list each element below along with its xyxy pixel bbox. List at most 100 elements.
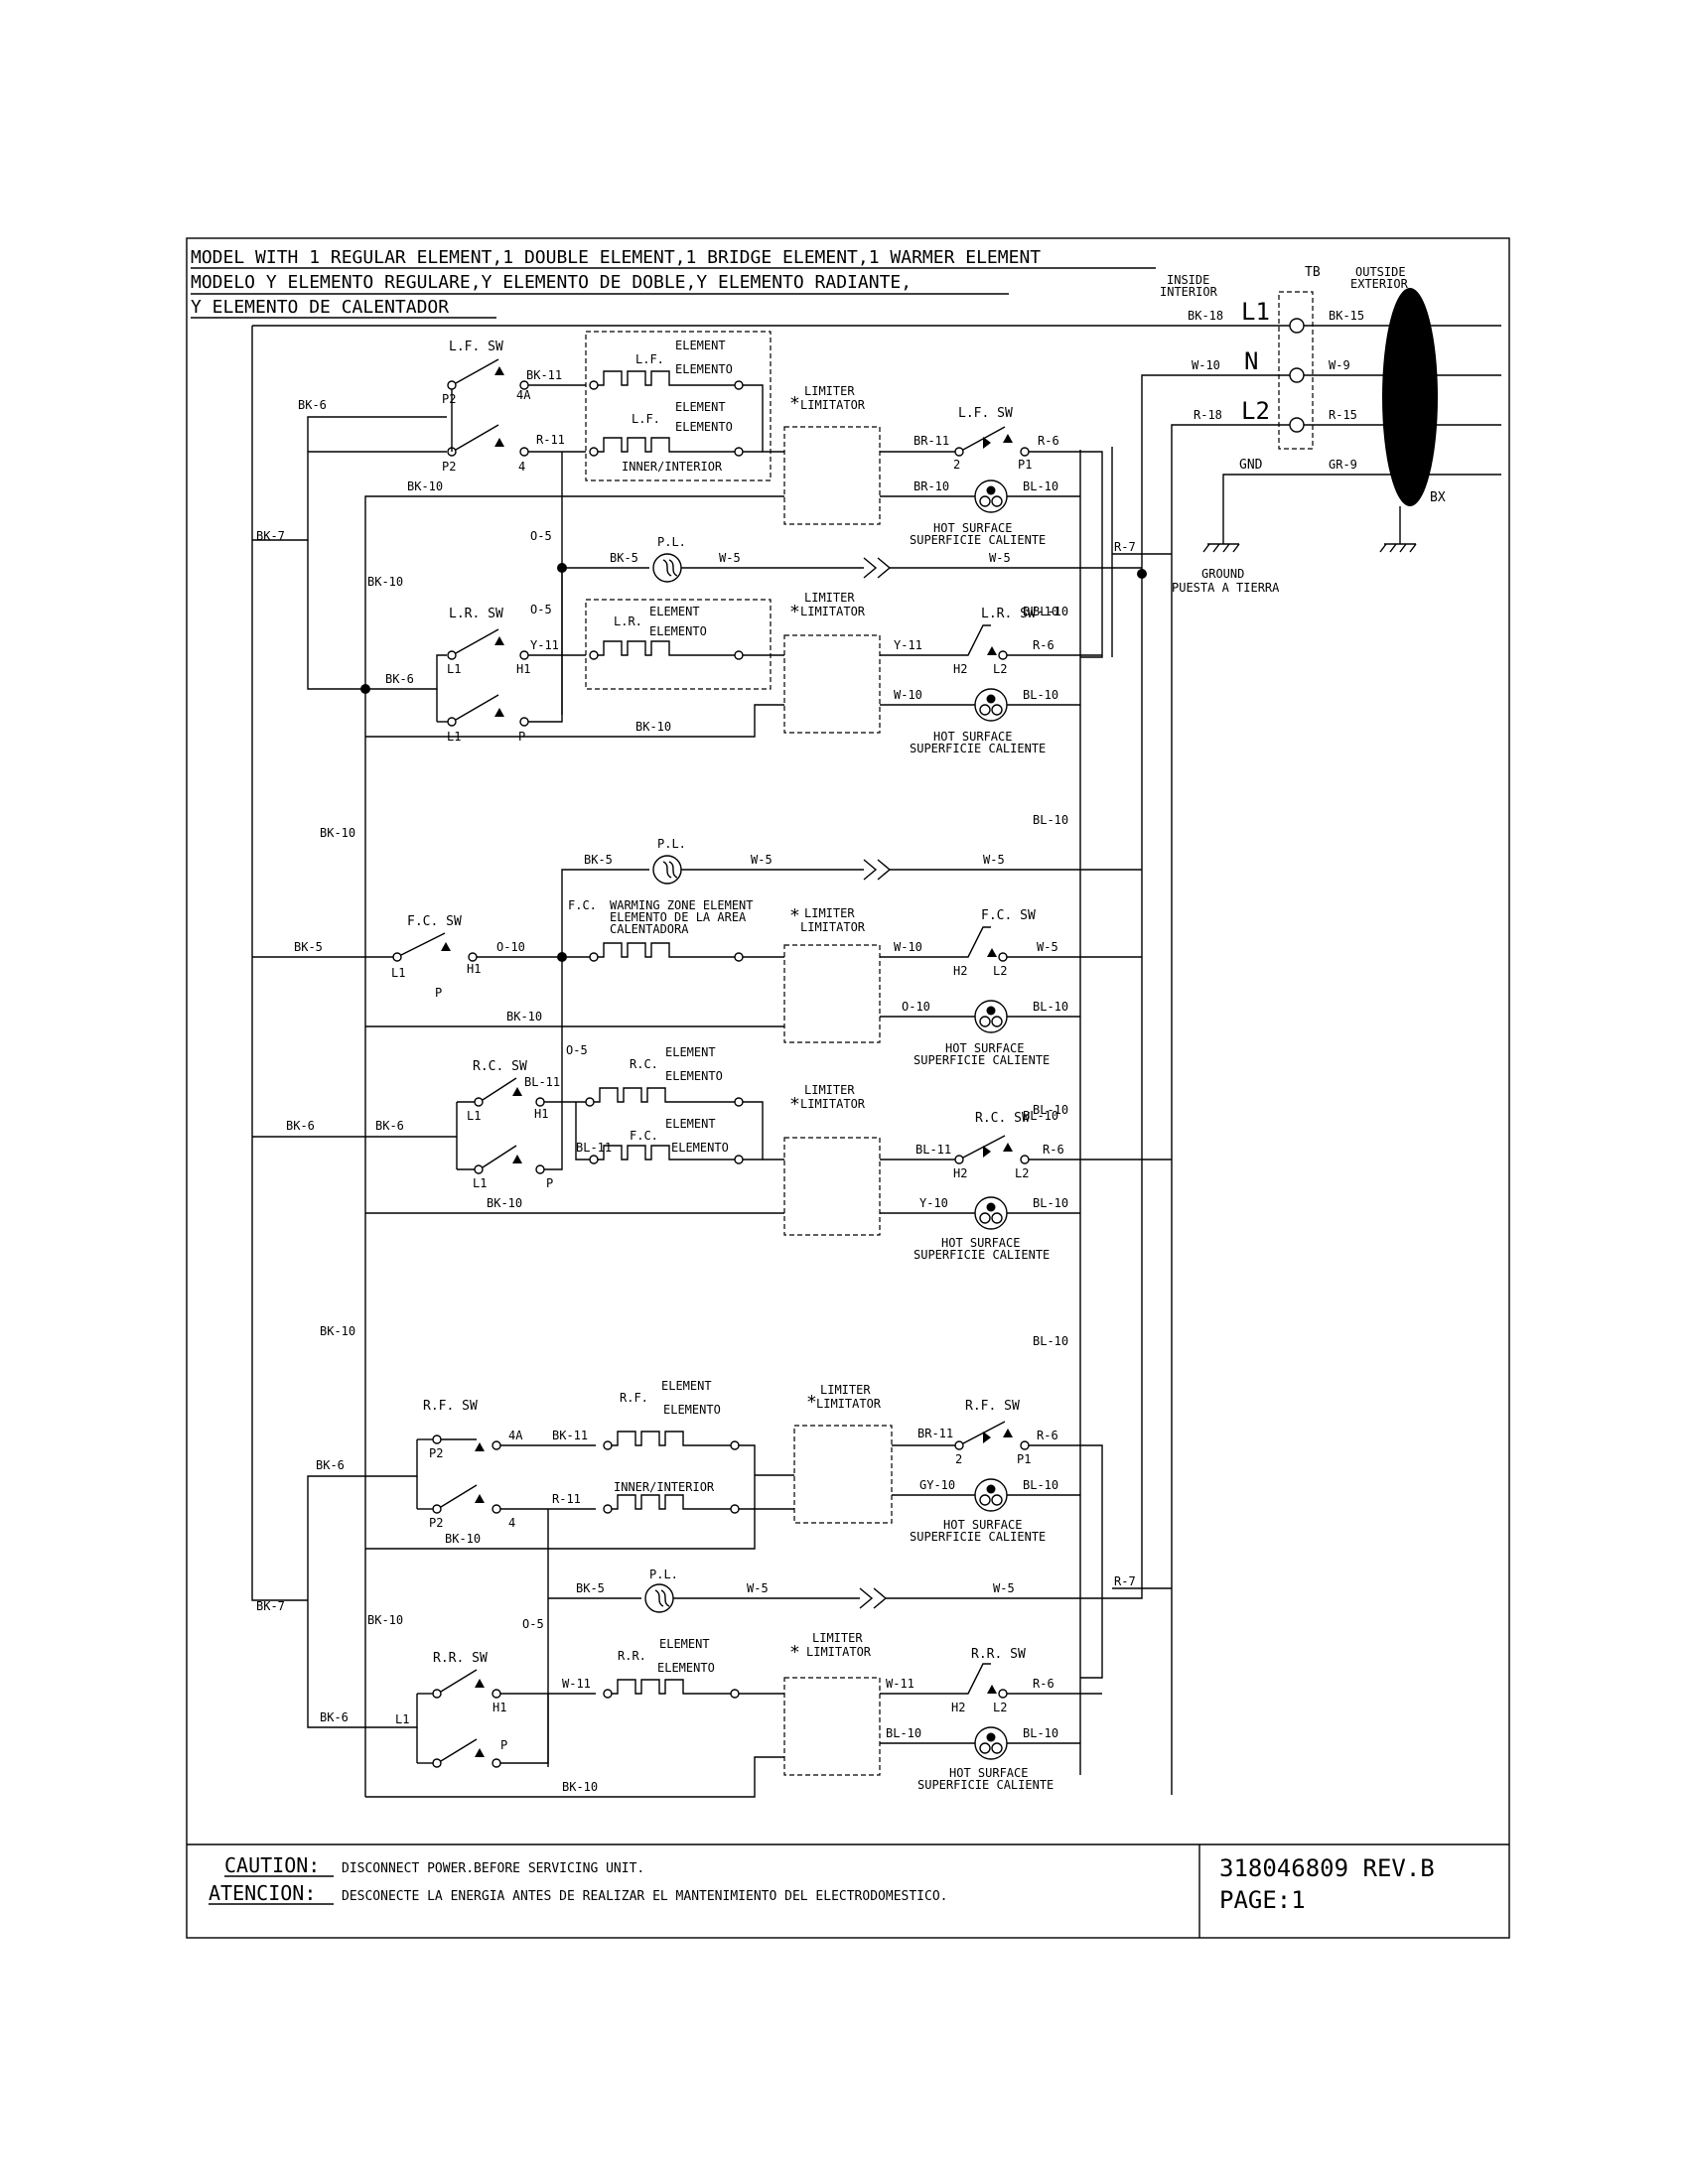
svg-text:BK-6: BK-6	[385, 672, 414, 686]
svg-text:LIMITER: LIMITER	[804, 906, 855, 920]
svg-text:Y-10: Y-10	[919, 1196, 948, 1210]
svg-text:R-6: R-6	[1043, 1143, 1064, 1157]
svg-text:H1: H1	[467, 962, 481, 976]
svg-text:R-11: R-11	[536, 433, 565, 447]
svg-text:LIMITATOR: LIMITATOR	[800, 920, 866, 934]
lr-switch-label: L.R. SW	[449, 607, 503, 621]
svg-text:W-11: W-11	[562, 1677, 591, 1691]
svg-text:BL-10: BL-10	[1033, 1103, 1068, 1117]
svg-text:H1: H1	[492, 1701, 506, 1714]
svg-text:ELEMENTO DE LA AREA: ELEMENTO DE LA AREA	[610, 910, 747, 924]
svg-text:W-11: W-11	[886, 1677, 914, 1691]
svg-text:P2: P2	[442, 392, 456, 406]
svg-text:HOT SURFACE: HOT SURFACE	[943, 1518, 1022, 1532]
svg-text:*: *	[789, 393, 800, 414]
svg-text:HOT SURFACE: HOT SURFACE	[933, 521, 1012, 535]
svg-text:INNER/INTERIOR: INNER/INTERIOR	[614, 1480, 715, 1494]
svg-text:*: *	[789, 1094, 800, 1115]
svg-text:L.R.: L.R.	[614, 614, 642, 628]
terminal-l1-label: L1	[1241, 298, 1270, 326]
svg-text:BK-10: BK-10	[407, 479, 443, 493]
svg-text:BK-7: BK-7	[256, 529, 285, 543]
svg-text:HOT SURFACE: HOT SURFACE	[945, 1041, 1024, 1055]
svg-text:BL-10: BL-10	[1023, 479, 1058, 493]
svg-text:SUPERFICIE CALIENTE: SUPERFICIE CALIENTE	[914, 1248, 1050, 1262]
svg-text:Y-11: Y-11	[894, 638, 922, 652]
svg-text:F.C. SW: F.C. SW	[981, 908, 1036, 923]
svg-text:BL-10: BL-10	[1033, 813, 1068, 827]
caution-text: DISCONNECT POWER.BEFORE SERVICING UNIT.	[342, 1861, 644, 1876]
part-number: 318046809 REV.B	[1219, 1854, 1435, 1882]
svg-text:W-10: W-10	[894, 940, 922, 954]
svg-text:O-5: O-5	[566, 1043, 588, 1057]
rr-circuit: BK-6 L1 R.R. SW H1 W-11 P ELEMENT R.R. E…	[307, 1600, 1102, 1798]
svg-text:ELEMENT: ELEMENT	[675, 339, 726, 352]
svg-text:LIMITER: LIMITER	[804, 384, 855, 398]
svg-text:*: *	[789, 602, 800, 622]
svg-text:ELEMENTO: ELEMENTO	[649, 624, 707, 638]
svg-text:L2: L2	[993, 662, 1007, 676]
svg-text:4: 4	[508, 1516, 515, 1530]
svg-text:R.C.: R.C.	[630, 1057, 658, 1071]
svg-text:P2: P2	[429, 1446, 443, 1460]
svg-text:P: P	[546, 1176, 553, 1190]
svg-text:R.C. SW: R.C. SW	[975, 1111, 1030, 1126]
svg-text:O-5: O-5	[530, 529, 552, 543]
svg-text:ELEMENTO: ELEMENTO	[675, 362, 733, 376]
rc-circuit: BK-6 BK-6 R.C. SW L1 H1 BL-11 L1 P O-5 E…	[252, 957, 1172, 1262]
svg-text:H2: H2	[953, 662, 967, 676]
svg-text:L.F.: L.F.	[635, 352, 664, 366]
svg-text:2: 2	[955, 1452, 962, 1466]
svg-text:PUESTA A TIERRA: PUESTA A TIERRA	[1172, 581, 1280, 595]
svg-text:HOT SURFACE: HOT SURFACE	[941, 1236, 1020, 1250]
svg-text:GR-9: GR-9	[1329, 458, 1357, 472]
svg-text:W-5: W-5	[1037, 940, 1058, 954]
svg-text:BL-11: BL-11	[915, 1143, 951, 1157]
svg-text:R-6: R-6	[1033, 1677, 1055, 1691]
atencion-label: ATENCION:	[209, 1881, 316, 1905]
svg-text:W-5: W-5	[983, 853, 1005, 867]
svg-text:INNER/INTERIOR: INNER/INTERIOR	[622, 460, 723, 474]
fc-switch-label: F.C. SW	[407, 914, 462, 929]
svg-text:BL-10: BL-10	[1033, 1196, 1068, 1210]
svg-text:LIMITATOR: LIMITATOR	[800, 398, 866, 412]
terminal-block: INSIDE INTERIOR TB OUTSIDE EXTERIOR L1 N…	[252, 265, 1501, 1795]
svg-text:LIMITER: LIMITER	[804, 1083, 855, 1097]
svg-text:BK-6: BK-6	[320, 1710, 349, 1724]
svg-text:LIMITATOR: LIMITATOR	[816, 1397, 882, 1411]
svg-text:HOT SURFACE: HOT SURFACE	[933, 730, 1012, 744]
svg-text:LIMITER: LIMITER	[804, 591, 855, 605]
svg-text:BK-10: BK-10	[320, 1324, 355, 1338]
svg-text:*: *	[789, 1642, 800, 1663]
svg-text:R-6: R-6	[1033, 638, 1055, 652]
svg-text:BK-6: BK-6	[286, 1119, 315, 1133]
svg-text:BK-5: BK-5	[610, 551, 638, 565]
svg-text:BR-10: BR-10	[914, 479, 949, 493]
svg-text:2: 2	[953, 458, 960, 472]
svg-text:LIMITATOR: LIMITATOR	[800, 605, 866, 618]
svg-text:SUPERFICIE CALIENTE: SUPERFICIE CALIENTE	[917, 1778, 1054, 1792]
svg-text:SUPERFICIE CALIENTE: SUPERFICIE CALIENTE	[910, 1530, 1046, 1544]
svg-text:W-5: W-5	[989, 551, 1011, 565]
fc-circuit: BK-5 P.L. W-5 W-5 BK-5 F.C. SW L1 H1 P O…	[252, 837, 1142, 1067]
svg-text:L.F. SW: L.F. SW	[958, 406, 1013, 421]
svg-text:O-10: O-10	[496, 940, 525, 954]
svg-text:BR-11: BR-11	[914, 434, 949, 448]
svg-text:ELEMENT: ELEMENT	[659, 1637, 710, 1651]
svg-text:BL-10: BL-10	[1023, 688, 1058, 702]
bx-cable	[1382, 288, 1438, 506]
svg-text:P.L.: P.L.	[649, 1568, 678, 1581]
svg-text:BL-10: BL-10	[1023, 1478, 1058, 1492]
svg-text:W-10: W-10	[1192, 358, 1220, 372]
svg-text:BK-10: BK-10	[320, 826, 355, 840]
svg-text:GND: GND	[1239, 458, 1263, 473]
svg-text:ELEMENT: ELEMENT	[675, 400, 726, 414]
terminal-l2-label: L2	[1241, 397, 1270, 425]
svg-text:ELEMENTO: ELEMENTO	[665, 1069, 723, 1083]
lf-circuit: BK-6 L.F. SW P2 4A BK-11 P2 4 R-11 ELEME…	[252, 331, 1103, 689]
svg-text:OUTSIDE: OUTSIDE	[1355, 265, 1406, 279]
svg-text:SUPERFICIE CALIENTE: SUPERFICIE CALIENTE	[910, 742, 1046, 755]
svg-text:ELEMENT: ELEMENT	[661, 1379, 712, 1393]
svg-text:BK-10: BK-10	[562, 1780, 598, 1794]
